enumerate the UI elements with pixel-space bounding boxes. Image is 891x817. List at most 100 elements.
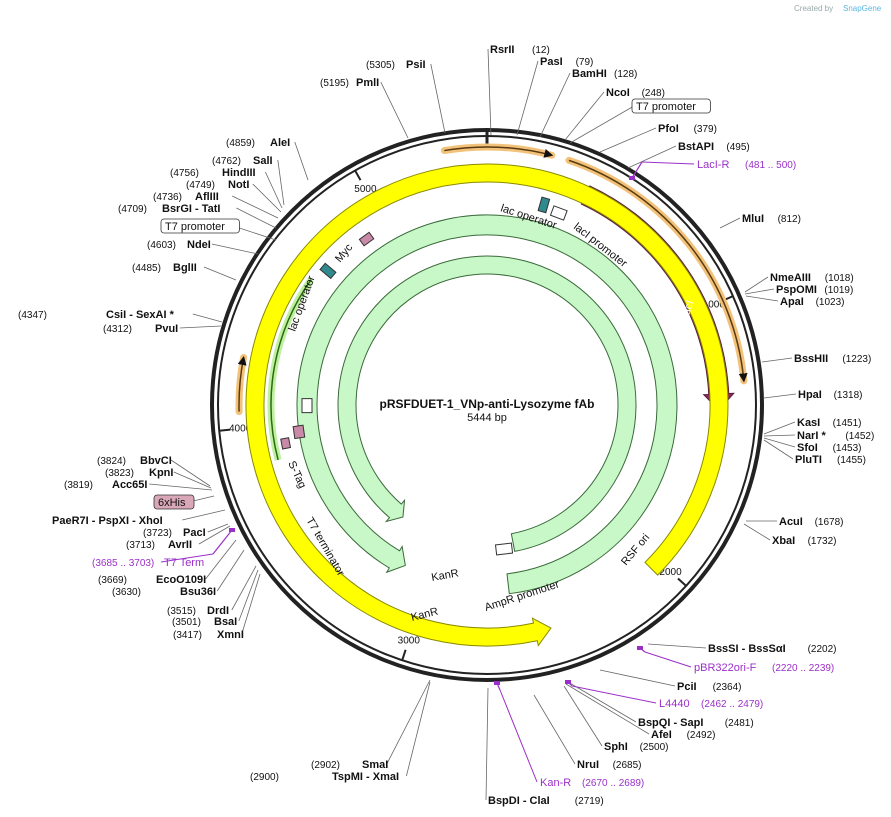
site-label-smai: SmaI [362,759,388,771]
site-box-t7-promoter [631,98,711,114]
site-label-pasi: PasI [540,56,563,68]
site-leader-sfoi [763,437,796,448]
site-leader-csii-sexai [192,313,223,323]
site-leader-bsshii [761,357,793,363]
site-label-t7-promoter: T7 promoter [636,101,696,113]
site-label-mlui: MluI [742,213,764,225]
ruler-tick [219,428,231,432]
site-pos-nmeaiii: (1018) [825,273,854,284]
primer-range-t7-term: (3685 .. 3703) [92,558,154,569]
site-label-pspomi: PspOMI [776,284,817,296]
site-pos-xmni: (3417) [173,630,202,641]
site-label-tspmi-xmai: TspMI - XmaI [332,771,399,783]
site-pos-csii-sexai: (4347) [18,310,47,321]
site-pos-mlui: (812) [778,214,801,225]
site-leader-pcii [599,669,676,687]
site-pos-pfoi: (379) [694,124,717,135]
ruler-tick [401,649,407,661]
orf-arc-left-line [237,356,247,412]
lac-operator-glyph-1 [537,196,551,214]
ruler-label-1000: 1000 [703,300,726,311]
site-leader-kpni [173,471,212,489]
site-label-pmli: PmlI [356,77,379,89]
site-pos-psii: (5305) [366,60,395,71]
site-leader-psii [430,63,446,134]
site-leader-nmeaiii [744,276,769,293]
site-leader-pvui [179,325,222,329]
site-leader-bsssi-bsss-i [647,643,707,649]
s-tag-glyph [280,437,292,450]
ruler-tick [354,170,362,181]
site-label-t7-promoter: T7 promoter [165,221,225,233]
site-pos-apai: (1023) [816,297,845,308]
feature-label-laci: lacI [680,299,697,319]
site-pos-smai: (2902) [311,760,340,771]
site-leader-bamhi [539,72,571,138]
plasmid-length: 5444 bp [467,412,507,424]
site-leader-noti [252,183,282,213]
myc-glyph [358,231,375,247]
site-label-pluti: PluTI [795,454,822,466]
site-pos-acui: (1678) [815,517,844,528]
site-pos-avrii: (3713) [126,540,155,551]
site-leader-acc65i [149,483,213,491]
site-pos-ecoo109i: (3669) [98,575,127,586]
feature-label-kanr: KanR [430,567,459,584]
primer-mark-l4440 [565,680,571,684]
site-leader-hindiii [265,171,283,209]
site-label-sphi: SphI [604,741,628,753]
site-label-hindiii: HindIII [222,167,256,179]
site-pos-xbai: (1732) [808,536,837,547]
site-label-6xhis: 6xHis [158,497,186,509]
site-leader-bspdi-clai [485,687,489,801]
kanR-arrow-2 [337,255,637,552]
site-leader-bspqi-sapi [567,681,637,723]
primer-label-pbr322ori-f: pBR322ori-F [694,662,757,674]
site-label-xbai: XbaI [772,535,795,547]
ampR-promoter-glyph [494,542,514,556]
primer-line-laci-r [641,161,695,165]
site-label-drdi: DrdI [207,605,229,617]
kanR-arrow-1 [296,214,678,595]
lacI-promoter-glyph [549,205,568,221]
feature-label-myc: Myc [333,241,355,265]
site-pos-pvui: (4312) [103,324,132,335]
site-label-psii: PsiI [406,59,426,71]
site-pos-hindiii: (4756) [170,168,199,179]
site-label-alei: AleI [270,137,290,149]
site-label-bamhi: BamHI [572,68,607,80]
site-label-nrui: NruI [577,759,599,771]
primer-mark-pbr322ori-f [637,646,643,650]
orf-arc-top-line [444,146,554,158]
site-label-sali: SalI [253,155,273,167]
primer-range-l4440: (2462 .. 2479) [701,699,763,710]
site-leader-bsai [238,569,259,622]
primer-range-pbr322ori-f: (2220 .. 2239) [772,663,834,674]
site-label-noti: NotI [228,179,249,191]
site-leader-t7-promoter [569,105,635,144]
site-leader-pfoi [599,127,657,153]
site-label-kasi: KasI [797,417,820,429]
t7-terminator-glyph [301,398,313,414]
site-label-bsai: BsaI [214,616,237,628]
site-leader-nari [763,434,796,437]
site-pos-sfoi: (1453) [833,443,862,454]
site-leader-bsrgi-tati [236,207,277,229]
site-pos-tspmi-xmai: (2900) [250,772,279,783]
site-pos-noti: (4749) [186,180,215,191]
site-pos-ncoi: (248) [642,88,665,99]
snapgene-logo: SnapGene [843,4,882,13]
site-leader-kasi [763,421,796,435]
site-leader-drdi [231,565,257,611]
site-leader-pspomi [744,288,775,295]
site-leader-xbai [743,523,771,541]
primer-mark-kan-r [494,681,500,685]
credit-text: Created by [794,4,833,13]
site-label-acc65i: Acc65I [112,479,147,491]
ruler-tick [677,577,687,587]
site-label-ndei: NdeI [187,239,211,251]
site-leader-paer7i-pspxi-xhoi [182,509,226,521]
site-label-avrii: AvrII [168,539,192,551]
site-pos-bsshii: (1223) [842,354,871,365]
site-label-ncoi: NcoI [606,87,630,99]
